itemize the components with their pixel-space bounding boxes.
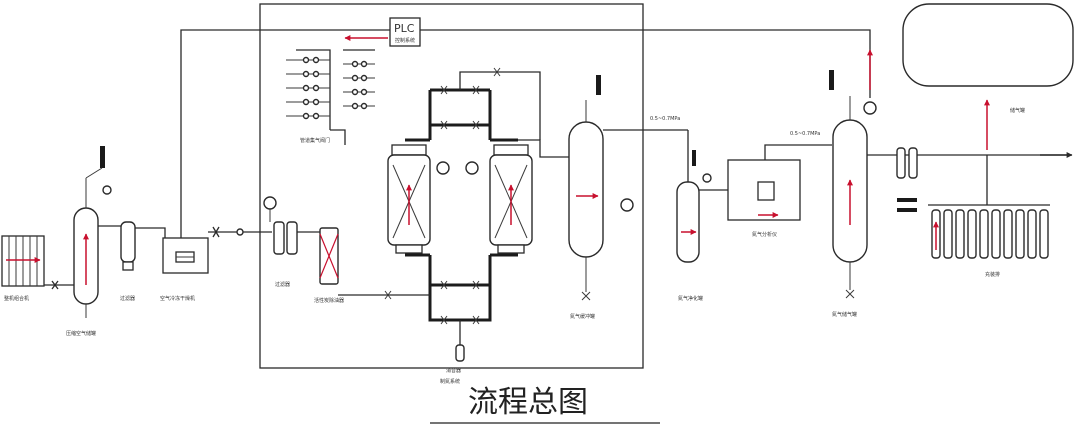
label-precision-filters: 过滤器 xyxy=(275,281,290,288)
label-valve-panel: 管道集气阀门 xyxy=(300,137,330,144)
silencer xyxy=(455,344,465,362)
precision-filters xyxy=(263,196,298,255)
inlet-valve xyxy=(384,290,392,300)
nitrogen-buffer-tank xyxy=(568,75,634,301)
nitrogen-product-tank xyxy=(829,70,877,299)
plc-sublabel: 控制系统 xyxy=(395,37,415,44)
sterile-filters xyxy=(896,147,918,212)
large-storage-tank xyxy=(902,3,1074,87)
cylinder-rack xyxy=(928,204,1050,259)
adsorber-tower-b xyxy=(489,144,533,254)
nitrogen-system-frame xyxy=(259,3,644,369)
adsorber-tower-a xyxy=(387,144,431,254)
air-receiver-tank xyxy=(73,146,112,318)
carbon-adsorber xyxy=(319,227,339,285)
pressure-gauge-a xyxy=(436,161,450,175)
label-dryer: 空气冷冻干燥机 xyxy=(160,295,195,302)
valve-manifold xyxy=(286,49,375,145)
nitrogen-purifier xyxy=(676,150,712,263)
top-valves xyxy=(440,67,501,130)
label-n2-buffer: 氮气缓冲罐 xyxy=(570,313,595,320)
spec-1: 0.5~0.7MPa xyxy=(650,116,680,122)
bottom-valves xyxy=(440,280,480,325)
label-compressor: 整机组合机 xyxy=(4,295,29,302)
refrigerated-dryer xyxy=(162,237,209,274)
plc-label: PLC xyxy=(394,22,415,35)
label-silencer: 消音器 xyxy=(446,367,461,374)
nitrogen-analyzer xyxy=(727,159,801,221)
label-cylinders: 充装排 xyxy=(985,271,1000,278)
label-carbon: 活性炭除油器 xyxy=(314,297,344,304)
label-product-tank: 氮气储气罐 xyxy=(832,311,857,318)
label-air-tank: 压缩空气储罐 xyxy=(66,330,96,337)
label-adsorber-system: 制氮系统 xyxy=(440,378,460,385)
check-valve-1 xyxy=(51,280,59,290)
valve-dryer-out xyxy=(212,226,220,238)
diagram-title: 流程总图 xyxy=(468,385,588,420)
label-analyzer: 氮气分析仪 xyxy=(752,231,777,238)
plc-controller: PLC 控制系统 xyxy=(389,17,421,47)
spec-2: 0.5~0.7MPa xyxy=(790,131,820,137)
label-n2-purifier: 氮气净化罐 xyxy=(678,295,703,302)
label-storage-big: 储气罐 xyxy=(1010,107,1025,114)
air-compressor xyxy=(1,235,45,287)
filter-1 xyxy=(120,221,136,271)
label-filter-1: 过滤器 xyxy=(120,295,135,302)
pressure-gauge-b xyxy=(465,161,479,175)
